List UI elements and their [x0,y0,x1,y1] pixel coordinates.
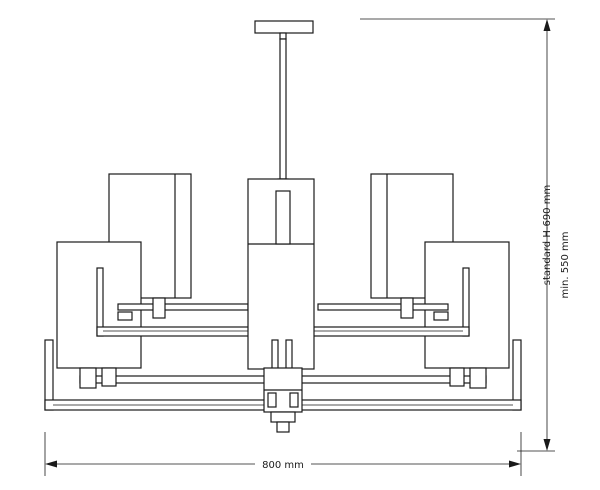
width-label-mask [255,456,311,470]
height-arrow-bottom [543,439,551,451]
hub-socket-left [267,392,277,408]
shade-outer-right [424,241,510,369]
hub-finial-base [270,411,296,423]
back-shades [56,173,510,369]
height-arrow-top [543,19,551,31]
width-arrow-right [509,460,521,468]
canopy-nut [279,32,287,40]
suspension-rod [279,38,287,180]
width-dimension: 800 mm [44,432,522,476]
hub-finial-tip [276,421,290,433]
center-column [247,178,315,433]
center-stem [275,190,291,245]
height-dimension: standard H-690 mm min. 550 mm [360,18,571,452]
width-label: 800 mm [262,460,304,471]
upper-arm-left [117,303,249,311]
lower-bracket-left [79,367,97,389]
upper-bracket-right [433,311,449,321]
min-height-label: min. 550 mm [560,232,571,299]
upper-socket-right [400,297,414,319]
width-arrow-left [45,460,57,468]
hub-socket-right [289,392,299,408]
lower-socket-left [101,367,117,387]
ceiling-mount [254,20,314,192]
upper-socket-left [152,297,166,319]
height-label: standard H-690 mm [542,185,553,285]
upper-bracket-left [117,311,133,321]
lower-bracket-right [469,367,487,389]
lower-socket-right [449,367,465,387]
ceiling-canopy [254,20,314,34]
upper-arm-right [317,303,449,311]
